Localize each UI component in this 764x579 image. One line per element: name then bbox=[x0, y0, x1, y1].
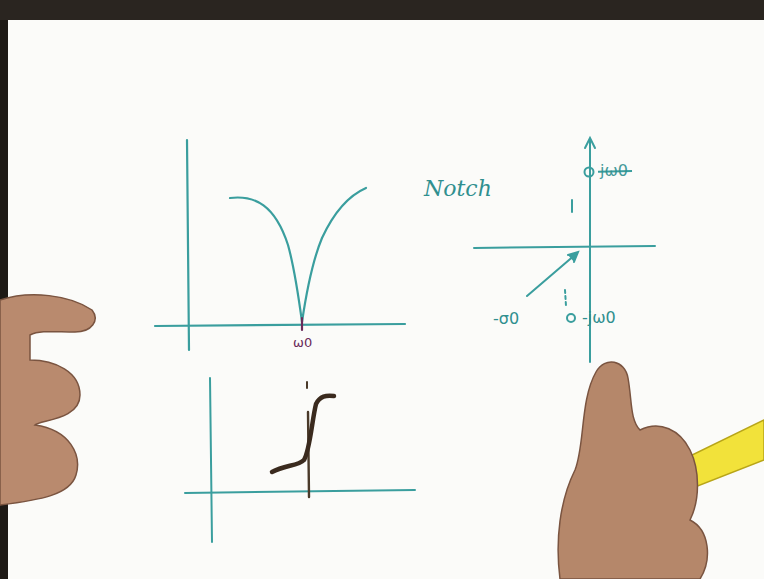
filter-type-label: Notch bbox=[424, 178, 492, 200]
right-hand bbox=[558, 362, 764, 579]
paper bbox=[8, 18, 764, 579]
frequency-tick-label: ω0 bbox=[293, 336, 312, 349]
real-part-label: -σ0 bbox=[493, 311, 519, 327]
board-edge bbox=[0, 0, 764, 20]
left-hand bbox=[0, 295, 95, 505]
phase-plot bbox=[185, 378, 415, 542]
zero-label: -jω0 bbox=[582, 310, 616, 326]
magnitude-plot bbox=[155, 140, 405, 350]
zero-label-struck: jω0 bbox=[600, 163, 628, 179]
pole-zero-plot bbox=[474, 138, 655, 362]
